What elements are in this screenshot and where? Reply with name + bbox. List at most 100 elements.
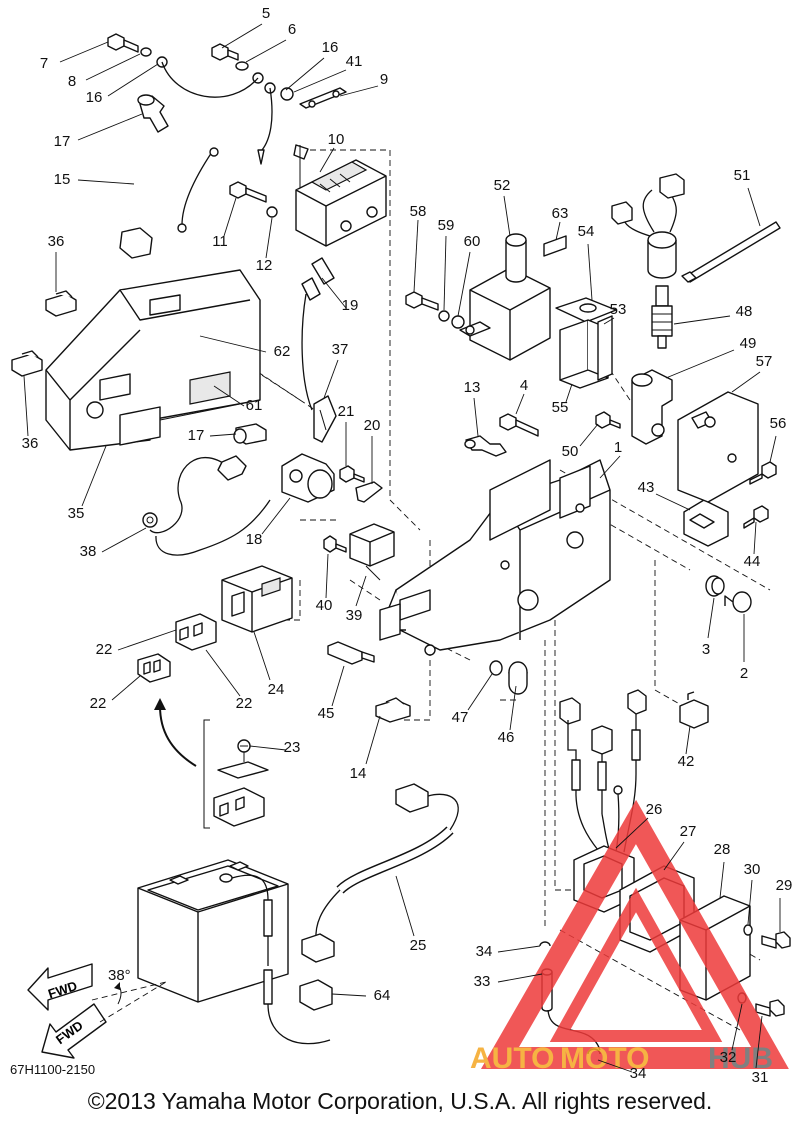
callout-23: 23	[284, 739, 301, 756]
angle-label: 38°	[108, 967, 131, 984]
callout-64: 64	[374, 987, 391, 1004]
bolt-31	[755, 999, 785, 1017]
callout-32: 32	[720, 1049, 737, 1066]
fwd-arrow-bottom: FWD	[41, 1003, 107, 1059]
callout-31: 31	[752, 1069, 769, 1086]
leader-line-40	[325, 553, 329, 599]
leader-line-12	[265, 217, 273, 259]
watermark-moto: MOTO	[560, 1042, 649, 1075]
leader-line-3	[707, 597, 715, 639]
leader-line-22	[205, 649, 241, 697]
cap-64	[299, 979, 333, 1011]
callout-22: 22	[236, 695, 253, 712]
screw-21	[339, 465, 365, 483]
callout-43: 43	[638, 479, 655, 496]
bolt-7	[107, 33, 139, 53]
callout-13: 13	[464, 379, 481, 396]
leader-line-46	[509, 685, 517, 731]
callout-34: 34	[630, 1065, 647, 1082]
collar-46	[508, 661, 528, 695]
coil-48	[611, 173, 685, 349]
watermark-hub: HUB	[708, 1042, 773, 1075]
leader-line-64	[331, 993, 367, 997]
ignition-coil-52	[459, 233, 551, 361]
leader-line-48	[673, 315, 731, 325]
leader-line-18	[261, 497, 291, 535]
sensor-45	[327, 641, 375, 665]
watermark-auto: AUTO	[470, 1042, 554, 1075]
screw-23	[237, 739, 251, 762]
leader-line-57	[731, 371, 761, 393]
leader-line-27	[663, 841, 685, 871]
clip-34-top	[539, 941, 551, 947]
callout-39: 39	[346, 607, 363, 624]
leader-line-58	[413, 219, 419, 293]
leader-line-63	[555, 221, 561, 241]
callout-35: 35	[68, 505, 85, 522]
leader-line-52	[503, 195, 511, 237]
bracket-20	[355, 481, 383, 503]
bolt-4	[499, 413, 539, 437]
leader-line-37	[323, 359, 339, 399]
callout-16: 16	[86, 89, 103, 106]
callout-51: 51	[734, 167, 751, 184]
leader-line-51	[747, 187, 761, 227]
leader-line-30	[747, 879, 753, 925]
callout-5: 5	[262, 5, 270, 22]
leader-line-13	[473, 397, 479, 437]
callout-54: 54	[578, 223, 595, 240]
leader-line-6	[245, 39, 287, 63]
leader-line-8	[85, 53, 141, 81]
leader-line-50	[579, 423, 599, 447]
leader-line-53	[603, 317, 615, 325]
leader-line-10	[319, 147, 335, 173]
label-63	[543, 235, 567, 257]
callout-30: 30	[744, 861, 761, 878]
leader-line-9	[339, 85, 379, 97]
clamp-13	[464, 435, 507, 457]
leader-line-24	[253, 631, 271, 681]
callout-14: 14	[350, 765, 367, 782]
callout-46: 46	[498, 729, 515, 746]
callout-53: 53	[610, 301, 627, 318]
clamp-14	[375, 697, 411, 723]
watermark-logo: AUTO MOTO HUB	[470, 799, 789, 1075]
callout-6: 6	[288, 21, 296, 38]
clip-42	[679, 691, 709, 729]
leader-line-43	[655, 493, 691, 511]
screw-40	[323, 535, 347, 553]
leader-line-19	[321, 277, 347, 309]
leader-line-47	[467, 673, 493, 711]
plate-57	[677, 391, 759, 503]
leader-line-38	[101, 527, 147, 553]
connector-22-b	[137, 653, 171, 683]
callout-50: 50	[562, 443, 579, 460]
screw-44	[743, 505, 769, 529]
callout-40: 40	[316, 597, 333, 614]
tube-15	[119, 135, 219, 259]
copyright-notice: ©2013 Yamaha Motor Corporation, U.S.A. A…	[87, 1088, 713, 1114]
leader-line-14	[365, 715, 381, 765]
callout-27: 27	[680, 823, 697, 840]
callout-48: 48	[736, 303, 753, 320]
callout-26: 26	[646, 801, 663, 818]
leader-line-16	[107, 63, 159, 97]
callout-59: 59	[438, 217, 455, 234]
callout-22: 22	[90, 695, 107, 712]
leader-line-62	[199, 335, 267, 353]
leader-line-16	[285, 57, 325, 91]
callout-62: 62	[274, 343, 291, 360]
bolt-58	[405, 291, 439, 311]
connector-23	[213, 787, 265, 827]
callout-60: 60	[464, 233, 481, 250]
clamp-36-left	[11, 350, 43, 377]
leader-line-44	[753, 521, 757, 555]
leader-line-41	[293, 69, 347, 93]
leader-line-31	[755, 1015, 763, 1069]
electrical-box-35	[45, 269, 261, 451]
bolt-5	[211, 43, 239, 61]
callout-19: 19	[342, 297, 359, 314]
bolt-29	[761, 931, 791, 949]
fwd-arrow-top: FWD	[27, 963, 93, 1011]
